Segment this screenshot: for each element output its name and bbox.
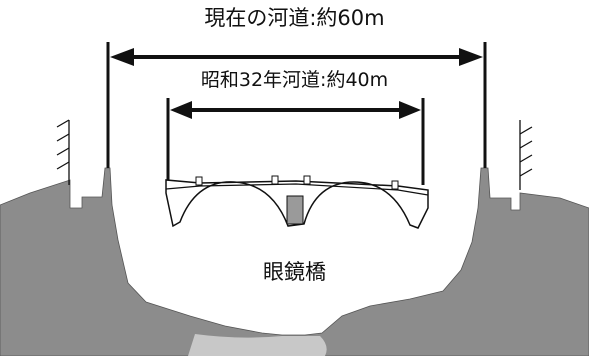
current-arrow-left-icon <box>110 48 134 66</box>
bridge-name-label: 眼鏡橋 <box>263 260 326 284</box>
river-bank-ground <box>0 167 589 356</box>
left-flood-wall <box>56 119 70 185</box>
river-water <box>188 334 327 356</box>
spectacles-bridge <box>165 175 429 229</box>
bridge-post-1 <box>195 176 203 186</box>
showa-channel-label: 昭和32年河道:約40m <box>200 69 389 91</box>
bridge-post-4 <box>391 180 399 190</box>
showa-channel-dimension <box>166 98 425 185</box>
current-channel-dimension <box>106 42 487 168</box>
bridge-post-3 <box>303 175 311 185</box>
bridge-post-2 <box>271 175 279 185</box>
showa-arrow-left-icon <box>170 101 192 119</box>
bridge-pier <box>286 195 304 225</box>
bridge-deck <box>165 183 429 196</box>
showa-arrow-right-icon <box>399 101 421 119</box>
current-arrow-right-icon <box>459 48 483 66</box>
current-channel-label: 現在の河道:約60m <box>204 6 385 30</box>
right-flood-wall <box>519 120 533 190</box>
